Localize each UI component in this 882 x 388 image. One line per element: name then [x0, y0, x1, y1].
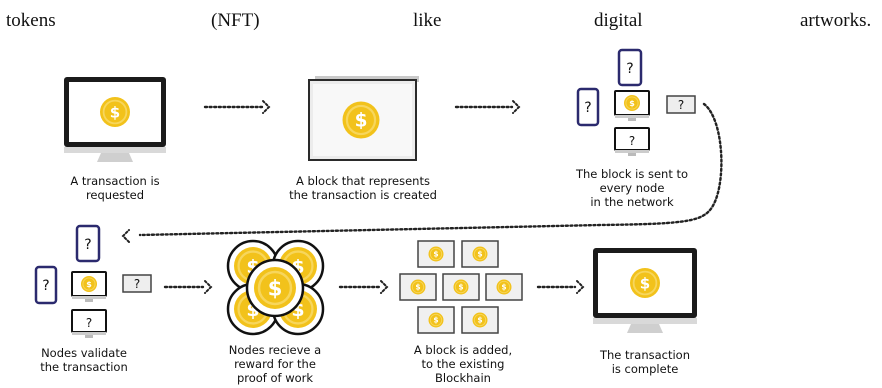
step2-caption-line1: A block that represents: [296, 174, 430, 188]
arrow-4-to-5: [163, 280, 212, 294]
question-mark-icon: ?: [626, 61, 633, 77]
step6-caption-line2: to the existing: [421, 357, 505, 371]
arrow-1-to-2: [203, 100, 270, 114]
step2-caption-line2: the transaction is created: [289, 188, 437, 202]
question-mark-icon: ?: [42, 278, 49, 294]
step1-monitor-icon: [64, 77, 166, 162]
question-mark-icon: ?: [84, 237, 91, 253]
top-word-tokens: tokens: [6, 10, 56, 31]
step5-reward-coins-icon: [226, 239, 325, 336]
step3-caption-line2: every node: [599, 181, 665, 195]
step7-caption-line1: The transaction: [599, 348, 690, 362]
step2-block-icon: [308, 76, 419, 161]
step6-blockchain-icon: [399, 240, 523, 334]
question-mark-icon: ?: [86, 316, 92, 330]
question-mark-icon: ?: [678, 98, 684, 112]
step5-caption-line1: Nodes recieve a: [228, 343, 322, 357]
top-word-nft: (NFT): [211, 10, 260, 31]
step4-nodes-icon: ? ? ? ?: [34, 224, 152, 338]
top-word-like: like: [413, 10, 442, 31]
arrow-5-to-6: [338, 280, 388, 294]
step5-caption-line2: reward for the: [234, 357, 316, 371]
step7-caption: The transaction is complete: [585, 348, 705, 376]
step3-caption: The block is sent to every node in the n…: [566, 167, 698, 209]
step6-caption: A block is added, to the existing Blockh…: [401, 343, 525, 385]
step1-caption-line1: A transaction is: [70, 174, 160, 188]
step1-caption: A transaction is requested: [44, 174, 186, 202]
step3-caption-line3: in the network: [590, 195, 674, 209]
question-mark-icon: ?: [134, 277, 140, 291]
step7-caption-line2: is complete: [611, 362, 679, 376]
step3-network-icon: ? ? ? ?: [576, 48, 696, 156]
step3-caption-line1: The block is sent to: [575, 167, 689, 181]
step2-caption: A block that represents the transaction …: [281, 174, 445, 202]
step4-caption-line1: Nodes validate: [41, 346, 127, 360]
question-mark-icon: ?: [584, 100, 591, 116]
top-word-artworks: artworks.: [800, 10, 872, 31]
step5-caption-line3: proof of work: [236, 371, 314, 385]
step7-monitor-icon: [593, 248, 697, 333]
step4-caption-line2: the transaction: [40, 360, 128, 374]
arrow-3-to-4: [122, 102, 723, 243]
step6-caption-line1: A block is added,: [413, 343, 513, 357]
top-word-digital: digital: [594, 10, 643, 31]
step1-caption-line2: requested: [85, 188, 145, 202]
arrow-2-to-3: [454, 100, 520, 114]
step5-caption: Nodes recieve a reward for the proof of …: [217, 343, 333, 385]
step6-caption-line3: Blockhain: [435, 371, 491, 385]
question-mark-icon: ?: [629, 134, 635, 148]
arrow-6-to-7: [536, 280, 584, 294]
step4-caption: Nodes validate the transaction: [24, 346, 144, 374]
